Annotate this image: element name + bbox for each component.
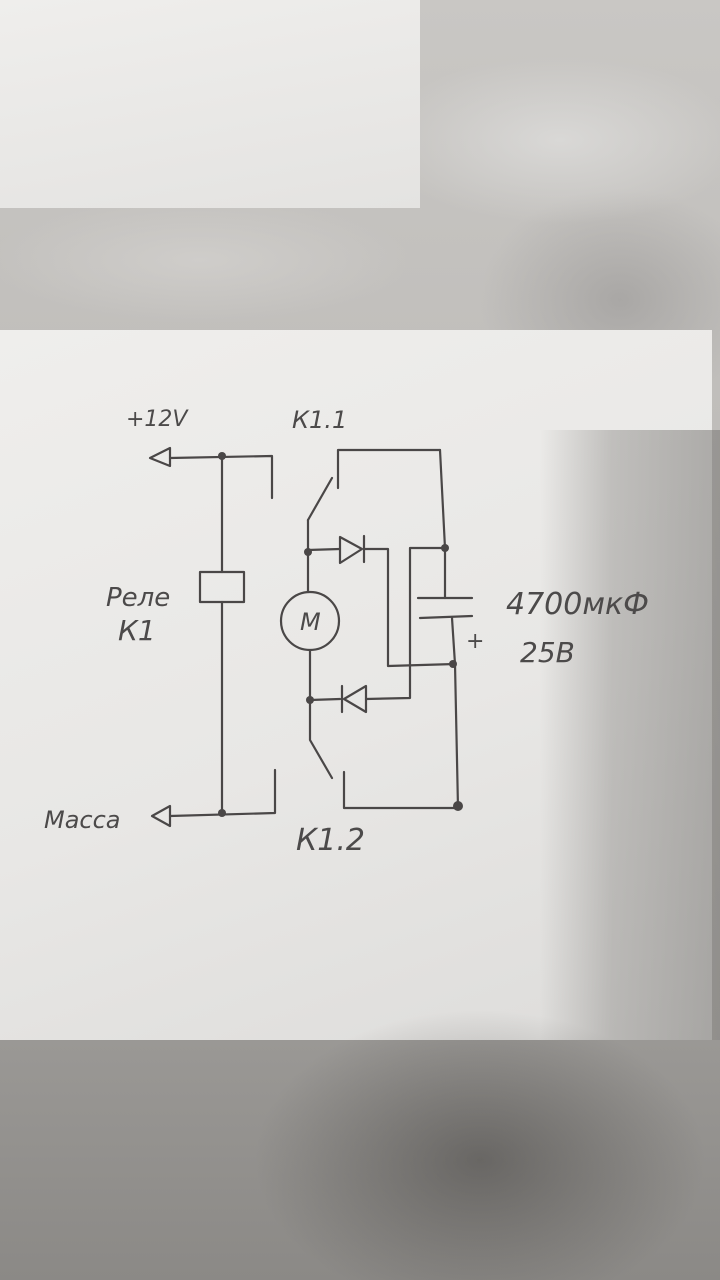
capacitor xyxy=(416,448,474,811)
diode-lower xyxy=(308,546,447,714)
supply-terminal xyxy=(148,446,274,500)
hand-shadow xyxy=(150,1010,720,1280)
ground-label: Масса xyxy=(44,806,121,834)
relay-label-line1: Реле xyxy=(106,583,170,613)
relay-contact-k1-1 xyxy=(306,448,442,554)
capacitor-voltage-label: 25В xyxy=(520,636,575,669)
capacitor-value-label: 4700мкФ xyxy=(506,587,649,622)
contact-k1-1-label: К1.1 xyxy=(292,406,347,434)
contact-k1-2-label: К1.2 xyxy=(296,823,365,858)
relay-contact-k1-2 xyxy=(342,770,460,810)
motor-label: М xyxy=(300,608,321,636)
relay-coil xyxy=(198,452,246,817)
ground-terminal xyxy=(150,768,277,828)
paper-shadow xyxy=(540,430,720,1040)
capacitor-polarity-label: + xyxy=(466,629,484,654)
diode-upper xyxy=(306,534,457,668)
supply-label: +12V xyxy=(126,407,189,432)
paper-sheet-top xyxy=(0,0,420,208)
motor-branch xyxy=(279,548,341,780)
relay-label-line2: К1 xyxy=(118,614,156,647)
